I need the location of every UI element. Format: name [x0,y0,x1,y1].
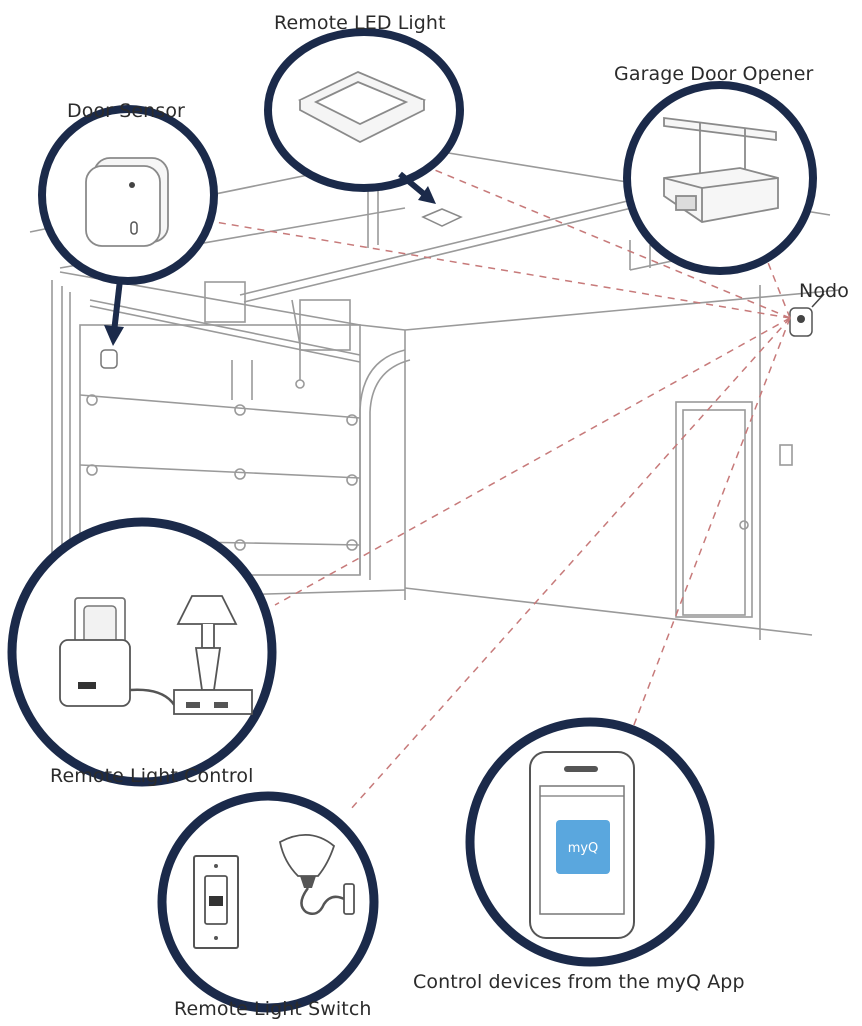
garage-door-opener-callout [623,81,817,275]
door-sensor-small-icon [100,349,118,369]
remote-led-light-callout [264,28,464,204]
remote-led-light-label: Remote LED Light [274,12,446,34]
myq-logo-text: myQ [568,841,599,856]
myq-app-label: Control devices from the myQ App [413,971,745,993]
ceiling-light-fixture-icon [421,208,463,227]
remote-light-switch-label: Remote Light Switch [174,998,372,1020]
remote-light-control-label: Remote Light Control [50,765,254,787]
nodo-label: Nodo [799,280,849,302]
garage-door-opener-label: Garage Door Opener [614,63,814,85]
remote-light-control-callout [7,517,277,787]
wireless-connection-lines [214,167,791,811]
door-sensor-callout [38,105,218,346]
door-sensor-label: Door Sensor [67,100,185,122]
myq-app-callout: myQ [465,717,715,967]
remote-light-switch-callout [157,791,379,1013]
nodo-hub-icon [789,293,825,337]
